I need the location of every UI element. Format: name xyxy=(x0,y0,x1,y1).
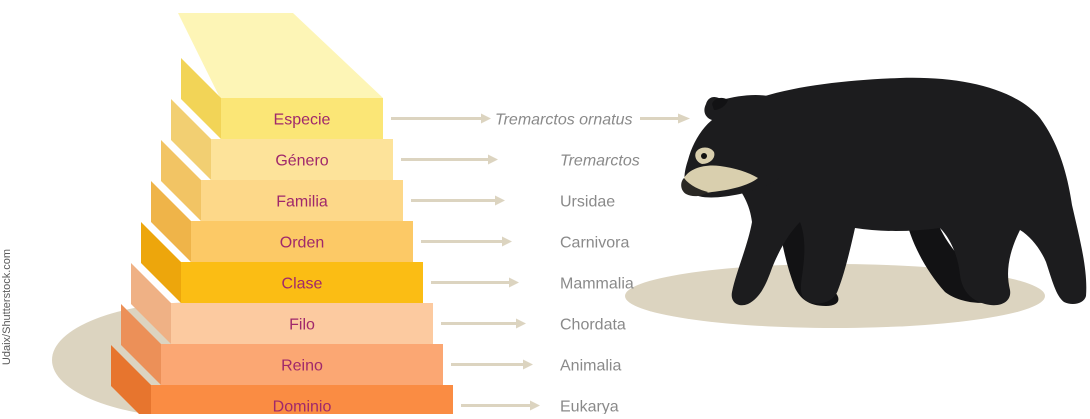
taxon-label-dominio: Eukarya xyxy=(560,399,619,415)
taxon-label-género: Tremarctos xyxy=(560,153,640,170)
arrow-head-especie xyxy=(481,114,491,124)
rank-label-orden: Orden xyxy=(280,235,324,252)
taxon-label-reino: Animalia xyxy=(560,358,621,375)
taxon-label-familia: Ursidae xyxy=(560,194,615,211)
arrow-head-familia xyxy=(495,196,505,206)
taxon-label-filo: Chordata xyxy=(560,317,626,334)
arrow-head-clase xyxy=(509,278,519,288)
rank-label-dominio: Dominio xyxy=(273,399,332,415)
arrow-head-orden xyxy=(502,237,512,247)
arrow-head-reino xyxy=(523,360,533,370)
taxon-label-clase: Mammalia xyxy=(560,276,634,293)
image-credit: Udaix/Shutterstock.com xyxy=(1,247,15,367)
bear-eye xyxy=(701,153,707,159)
rank-label-género: Género xyxy=(275,153,328,170)
arrow-head-filo xyxy=(516,319,526,329)
arrow-head-género xyxy=(488,155,498,165)
rank-label-reino: Reino xyxy=(281,358,323,375)
rank-label-clase: Clase xyxy=(282,276,323,293)
arrow-head-dominio xyxy=(530,401,540,411)
rank-label-filo: Filo xyxy=(289,317,315,334)
taxonomy-pyramid: Dominio Reino Filo Clase Orden Familia Género E… xyxy=(111,13,453,414)
rank-label-familia: Familia xyxy=(276,194,328,211)
arrow-head-to-bear xyxy=(678,114,690,124)
rank-label-especie: Especie xyxy=(274,112,331,129)
pyramid-top-face xyxy=(178,13,383,98)
taxon-label-orden: Carnivora xyxy=(560,235,629,252)
taxon-label-especie: Tremarctos ornatus xyxy=(495,112,633,129)
